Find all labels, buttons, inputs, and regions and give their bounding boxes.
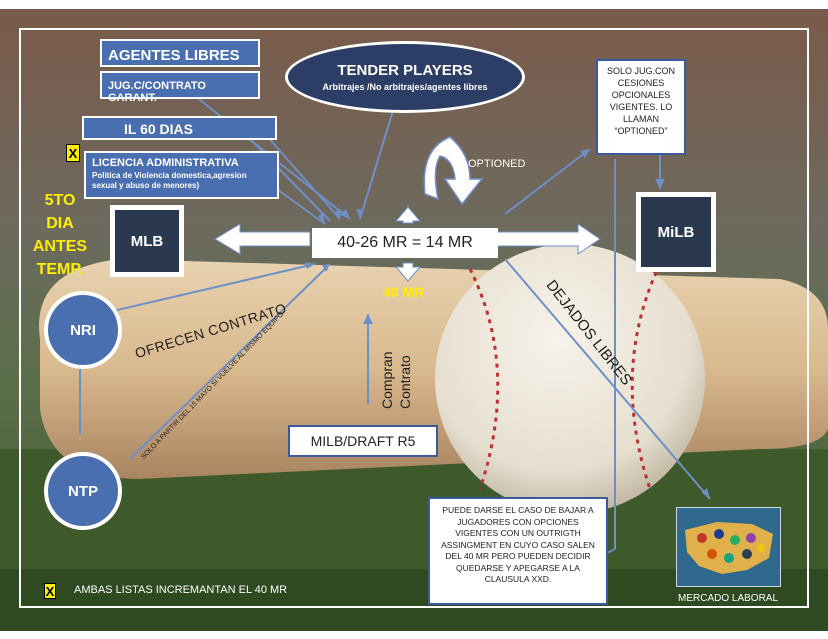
milb-draft-box: MILB/DRAFT R5: [288, 425, 438, 457]
mercado-laboral-label: MERCADO LABORAL: [678, 593, 779, 604]
tender-sub: Arbitrajes /No arbitrajes/agentes libres: [322, 82, 488, 92]
quinto-dia-label: 5TO DIA ANTES TEMP.: [30, 189, 90, 281]
licencia-administrativa-box: LICENCIA ADMINISTRATIVA Politica de Viol…: [84, 151, 279, 199]
mercado-map-image: [676, 507, 781, 587]
slide: AGENTES LIBRES JUG.C/CONTRATO GARANT. IL…: [0, 9, 828, 631]
nri-node: NRI: [44, 291, 122, 369]
quinto-dia-line-3: ANTES: [32, 238, 88, 255]
quinto-dia-line-2: DIA: [46, 215, 74, 232]
agentes-libres-box: AGENTES LIBRES: [100, 39, 260, 67]
optioned-note-box: SOLO JUG.CON CESIONES OPCIONALES VIGENTE…: [596, 59, 686, 155]
center-roster-box: 40-26 MR = 14 MR: [312, 228, 498, 258]
usa-map-icon: [685, 522, 773, 574]
x-mark-legend: X: [44, 583, 56, 599]
compran-line-2: Contrato: [397, 355, 413, 409]
ntp-node: NTP: [44, 452, 122, 530]
milb-node: MiLB: [636, 192, 716, 272]
mlb-node: MLB: [110, 205, 184, 277]
contrato-garantizado-box: JUG.C/CONTRATO GARANT.: [100, 71, 260, 104]
il60-box: IL 60 DIAS: [82, 116, 277, 140]
quinto-dia-line-4: TEMP.: [36, 261, 84, 278]
tender-title: TENDER PLAYERS: [337, 62, 473, 79]
licencia-desc: Politica de Violencia domestica,agresion…: [92, 171, 247, 190]
compran-contrato-label: Compran Contrato: [378, 351, 414, 409]
tender-players-ellipse: TENDER PLAYERS Arbitrajes /No arbitrajes…: [285, 41, 525, 113]
x-mark-licencia: X: [66, 144, 80, 162]
quinto-dia-line-1: 5TO: [44, 192, 76, 209]
licencia-title: LICENCIA ADMINISTRATIVA: [92, 157, 239, 169]
legend-text: AMBAS LISTAS INCREMANTAN EL 40 MR: [74, 584, 288, 596]
optioned-label: OPTIONED: [468, 158, 526, 170]
outright-note-box: PUEDE DARSE EL CASO DE BAJAR A JUGADORES…: [428, 497, 608, 605]
forty-mr-label: 40 MR: [383, 284, 425, 300]
compran-line-1: Compran: [379, 351, 395, 409]
